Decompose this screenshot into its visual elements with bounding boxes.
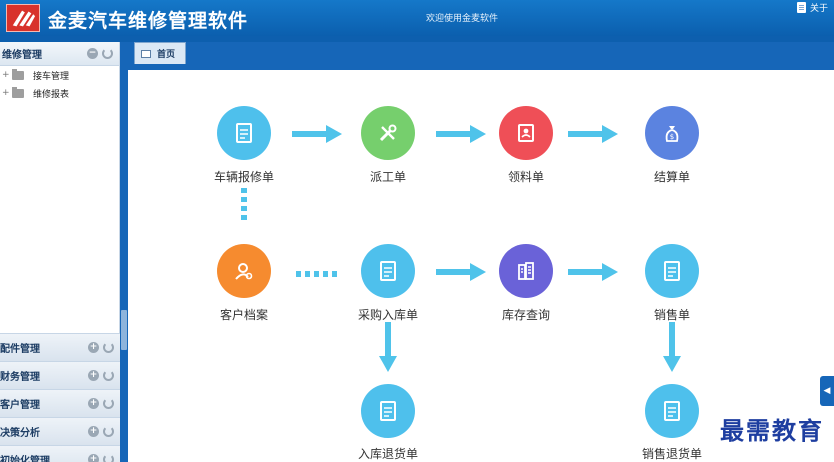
arrow-right (568, 125, 618, 143)
side-collapse-tab[interactable]: ◀ (820, 376, 834, 406)
expand-icon[interactable]: + (2, 69, 10, 80)
node-label: 车辆报修单 (213, 170, 274, 184)
sidebar-section-init[interactable]: 初始化管理 + (0, 445, 120, 462)
sidebar: 维修管理 − + 接车管理 + 维修报表 配件管理 + 财务管理 + 客户管理 … (0, 42, 120, 462)
collapse-icon[interactable]: − (87, 48, 98, 59)
about-label: 关于 (809, 4, 828, 14)
sidebar-section-finance[interactable]: 财务管理 + (0, 361, 120, 389)
dashed-connector-vertical (241, 188, 247, 224)
document-icon (664, 401, 680, 421)
node-label: 销售退货单 (641, 447, 702, 461)
user-search-icon (235, 263, 253, 280)
node-label: 采购入库单 (357, 308, 418, 322)
refresh-icon[interactable] (103, 342, 114, 353)
arrow-right (436, 125, 486, 143)
tree-item-reports[interactable]: + 维修报表 (0, 84, 119, 102)
folder-icon (12, 68, 24, 80)
header-band (0, 36, 834, 42)
building-icon (518, 262, 534, 280)
home-content: 车辆报修单 派工单 领料单 $ 结算单 客户档案 采购入库单 库存查询 销售单 (128, 64, 834, 462)
refresh-icon[interactable] (103, 398, 114, 409)
sidebar-section-repair[interactable]: 维修管理 − (0, 42, 119, 66)
tab-bar: 首页 (128, 42, 834, 64)
node-label: 派工单 (369, 170, 406, 184)
node-label: 库存查询 (501, 308, 550, 322)
refresh-icon[interactable] (103, 370, 114, 381)
node-label: 客户档案 (219, 308, 268, 322)
expand-icon[interactable]: + (88, 398, 99, 409)
document-icon (236, 123, 252, 143)
app-header: 金麦汽车维修管理软件 欢迎使用金麦软件 关于 (0, 0, 834, 36)
arrow-right (292, 125, 342, 143)
node-repair-order[interactable] (217, 106, 271, 160)
node-material[interactable] (499, 106, 553, 160)
node-sales[interactable] (645, 244, 699, 298)
node-label: 入库退货单 (357, 447, 418, 461)
expand-icon[interactable]: + (88, 454, 99, 462)
money-bag-icon: $ (665, 126, 679, 142)
document-icon (380, 261, 396, 281)
contact-card-icon (518, 124, 534, 142)
tree-item-label: 接车管理 (33, 71, 70, 82)
expand-icon[interactable]: + (88, 426, 99, 437)
section-label: 初始化管理 (0, 456, 50, 462)
arrow-right (568, 263, 618, 281)
refresh-icon[interactable] (103, 426, 114, 437)
sidebar-section-customer[interactable]: 客户管理 + (0, 389, 120, 417)
node-purchase-in[interactable] (361, 244, 415, 298)
dashed-connector-horizontal (296, 271, 337, 277)
expand-icon[interactable]: + (2, 87, 10, 98)
panel-splitter[interactable] (120, 42, 128, 462)
document-icon (796, 2, 806, 13)
section-label: 财务管理 (0, 372, 40, 383)
app-title: 金麦汽车维修管理软件 (48, 10, 249, 32)
document-icon (664, 261, 680, 281)
section-label: 客户管理 (0, 400, 40, 411)
watermark: 最需教育 (720, 416, 824, 445)
folder-icon (12, 86, 24, 98)
node-settlement[interactable]: $ (645, 106, 699, 160)
document-icon (380, 401, 396, 421)
section-label: 配件管理 (0, 344, 40, 355)
tab-label: 首页 (157, 50, 176, 60)
tree-item-reception[interactable]: + 接车管理 (0, 66, 119, 84)
page-icon (141, 49, 151, 58)
tools-icon (379, 124, 397, 142)
welcome-text: 欢迎使用金麦软件 (426, 14, 499, 24)
node-dispatch[interactable] (361, 106, 415, 160)
sidebar-section-analysis[interactable]: 决策分析 + (0, 417, 120, 445)
tree-item-label: 维修报表 (33, 89, 70, 100)
tab-home[interactable]: 首页 (134, 42, 186, 64)
arrow-right (436, 263, 486, 281)
expand-icon[interactable]: + (88, 370, 99, 381)
node-label: 销售单 (653, 308, 690, 322)
refresh-icon[interactable] (103, 454, 114, 462)
node-sales-return[interactable] (645, 384, 699, 438)
node-label: 结算单 (653, 170, 690, 184)
section-title: 维修管理 (2, 50, 42, 61)
node-label: 领料单 (507, 170, 544, 184)
node-customer[interactable] (217, 244, 271, 298)
sidebar-section-parts[interactable]: 配件管理 + (0, 333, 120, 361)
arrow-down (379, 322, 397, 374)
splitter-handle[interactable] (121, 310, 127, 350)
sidebar-sections: 配件管理 + 财务管理 + 客户管理 + 决策分析 + 初始化管理 + (0, 333, 120, 462)
expand-icon[interactable]: + (88, 342, 99, 353)
arrow-down (663, 322, 681, 374)
refresh-icon[interactable] (102, 48, 113, 59)
node-stock-query[interactable] (499, 244, 553, 298)
section-label: 决策分析 (0, 428, 40, 439)
node-purchase-return[interactable] (361, 384, 415, 438)
about-link[interactable]: 关于 (796, 1, 828, 14)
svg-text:$: $ (670, 133, 674, 141)
app-logo (6, 4, 40, 32)
